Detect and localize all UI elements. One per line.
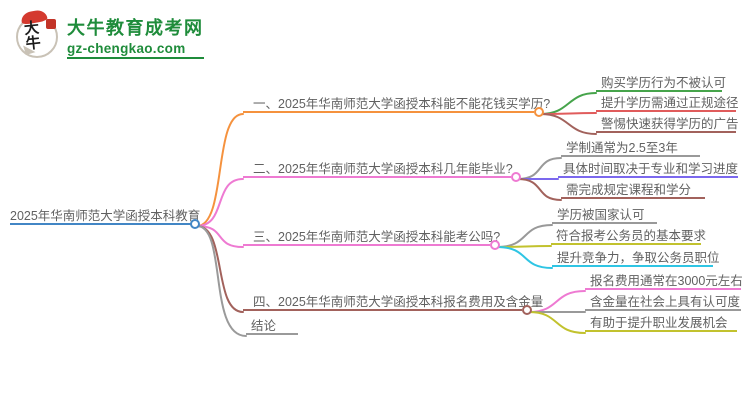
branch-3-child-2-node: 符合报考公务员的基本要求 <box>551 228 706 245</box>
branch-4-junction-dot <box>522 305 532 315</box>
link-root-conclusion <box>196 225 247 337</box>
link-b2-c3 <box>517 178 562 201</box>
branch-2-child-3-node: 需完成规定课程和学分 <box>561 182 705 199</box>
link-root-branch4 <box>196 225 244 313</box>
link-b2-c1 <box>517 157 562 180</box>
branch-4-child-3-node: 有助于提升职业发展机会 <box>585 315 737 332</box>
logo-bull-icon: 大牛 <box>16 8 58 64</box>
logo-text-block: 大牛教育成考网 gz-chengkao.com <box>67 14 204 59</box>
link-root-branch2 <box>196 178 244 227</box>
branch-1-child-1-node: 购买学历行为不被认可 <box>596 75 726 92</box>
link-root-branch3 <box>196 225 244 248</box>
branch-4-child-2-node: 含金量在社会上具有认可度 <box>585 294 741 311</box>
branch-1-child-2-node: 提升学历需通过正规途径 <box>596 95 739 112</box>
link-b3-c3 <box>496 246 553 269</box>
branch-4-child-1-node: 报名费用通常在3000元左右 <box>585 273 743 290</box>
logo-site-name: 大牛教育成考网 <box>67 18 204 38</box>
mindmap-root-node: 2025年华南师范大学函授本科教育 <box>10 209 201 225</box>
branch-3-child-3-node: 提升竞争力，争取公务员职位 <box>552 250 720 267</box>
branch-1-node: 一、2025年华南师范大学函授本科能不能花钱买学历? <box>243 96 550 113</box>
logo-site-domain: gz-chengkao.com <box>67 41 204 59</box>
branch-2-node: 二、2025年华南师范大学函授本科几年能毕业? <box>243 161 513 178</box>
branch-2-child-2-node: 具体时间取决于专业和学习进度 <box>558 161 738 178</box>
branch-4-node: 四、2025年华南师范大学函授本科报名费用及含金量 <box>243 294 543 311</box>
link-b3-c1 <box>496 224 553 248</box>
branch-3-child-1-node: 学历被国家认可 <box>552 207 657 224</box>
logo-seal-icon <box>46 18 56 29</box>
link-b4-c3 <box>528 311 586 334</box>
site-logo[interactable]: 大牛 大牛教育成考网 gz-chengkao.com <box>16 8 204 64</box>
branch-1-child-3-node: 警惕快速获得学历的广告 <box>596 116 739 133</box>
link-b1-c3 <box>540 113 597 135</box>
branch-1-junction-dot <box>534 107 544 117</box>
conclusion-node: 结论 <box>246 318 298 335</box>
branch-2-child-1-node: 学制通常为2.5至3年 <box>561 140 700 157</box>
root-junction-dot <box>190 219 200 229</box>
link-root-branch1 <box>196 113 244 227</box>
branch-2-junction-dot <box>511 172 521 182</box>
branch-3-node: 三、2025年华南师范大学函授本科能考公吗? <box>243 229 500 246</box>
branch-3-junction-dot <box>490 240 500 250</box>
